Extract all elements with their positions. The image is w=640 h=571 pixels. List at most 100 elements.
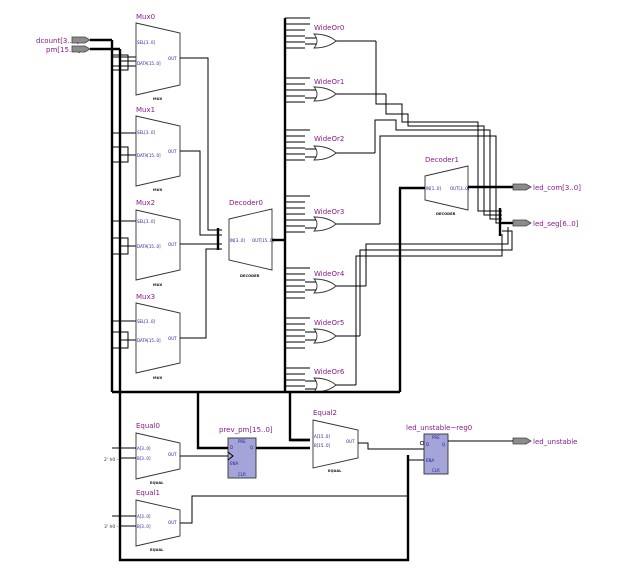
input-bus-wires bbox=[90, 38, 410, 562]
svg-text:CLR: CLR bbox=[432, 468, 440, 473]
svg-text:OUT: OUT bbox=[168, 336, 177, 341]
svg-text:IN[1..0]: IN[1..0] bbox=[426, 186, 441, 191]
svg-text:WideOr0: WideOr0 bbox=[314, 24, 344, 32]
prev-pm-wires bbox=[196, 392, 310, 450]
svg-text:led_com[3..0]: led_com[3..0] bbox=[533, 184, 581, 192]
wideor3[interactable]: WideOr3 bbox=[305, 208, 380, 232]
mux-output-wires bbox=[180, 57, 222, 339]
equal0[interactable]: Equal0 A[3..0] B[3..0] OUT EQUAL bbox=[135, 422, 181, 485]
svg-text:OUT[3..0]: OUT[3..0] bbox=[450, 186, 470, 191]
wideor0[interactable]: WideOr0 bbox=[305, 24, 376, 49]
svg-text:IN[3..0]: IN[3..0] bbox=[230, 238, 245, 243]
svg-text:MUX: MUX bbox=[153, 376, 162, 380]
svg-text:MUX: MUX bbox=[153, 97, 162, 101]
equal1-wires bbox=[112, 459, 424, 527]
wideor2[interactable]: WideOr2 bbox=[305, 135, 375, 161]
svg-text:A[15..0]: A[15..0] bbox=[314, 434, 330, 439]
svg-text:Mux1: Mux1 bbox=[136, 106, 155, 114]
svg-text:OUT: OUT bbox=[168, 452, 177, 457]
svg-text:D: D bbox=[230, 445, 233, 450]
svg-text:pm[15..0]: pm[15..0] bbox=[46, 46, 81, 54]
svg-text:EQUAL: EQUAL bbox=[328, 469, 342, 473]
svg-text:Decoder0: Decoder0 bbox=[229, 199, 263, 207]
svg-text:DATA[15..0]: DATA[15..0] bbox=[137, 61, 161, 66]
svg-text:OUT: OUT bbox=[168, 520, 177, 525]
led-unstable-register[interactable]: led_unstable~reg0 PRE D Q ENA CLR bbox=[406, 424, 472, 475]
output-pin-led-com[interactable]: led_com[3..0] bbox=[512, 183, 581, 192]
svg-text:DATA[15..0]: DATA[15..0] bbox=[137, 244, 161, 249]
svg-text:B[3..0]: B[3..0] bbox=[137, 524, 151, 529]
decoder1-wires bbox=[290, 185, 513, 394]
svg-text:WideOr3: WideOr3 bbox=[314, 208, 344, 216]
svg-text:DECODER: DECODER bbox=[436, 212, 456, 216]
equal0-const: 2' h0 -- bbox=[104, 457, 120, 463]
svg-text:Mux0: Mux0 bbox=[136, 13, 155, 21]
svg-text:CLR: CLR bbox=[238, 472, 246, 477]
svg-text:led_unstable~reg0: led_unstable~reg0 bbox=[406, 424, 472, 432]
svg-text:Mux3: Mux3 bbox=[136, 293, 155, 301]
svg-text:B[3..0]: B[3..0] bbox=[137, 456, 151, 461]
svg-text:EQUAL: EQUAL bbox=[150, 548, 164, 552]
equal1-const: 3' h0 -- bbox=[104, 524, 120, 530]
wideor1[interactable]: WideOr1 bbox=[305, 78, 386, 102]
svg-text:WideOr2: WideOr2 bbox=[314, 135, 344, 143]
svg-text:PRE: PRE bbox=[432, 435, 440, 440]
mux1[interactable]: Mux1 SEL[3..0] DATA[15..0] OUT MUX bbox=[135, 106, 181, 192]
output-pin-led-seg[interactable]: led_seg[6..0] bbox=[512, 219, 579, 228]
svg-text:Equal0: Equal0 bbox=[136, 422, 160, 430]
svg-text:A[3..0]: A[3..0] bbox=[137, 514, 151, 519]
svg-text:EQUAL: EQUAL bbox=[150, 481, 164, 485]
mux3[interactable]: Mux3 SEL[3..0] DATA[15..0] OUT MUX bbox=[135, 293, 181, 380]
wideor5[interactable]: WideOr5 bbox=[305, 319, 360, 344]
prev-pm-register[interactable]: prev_pm[15..0] PRE D Q ENA CLR bbox=[219, 426, 273, 479]
svg-text:MUX: MUX bbox=[153, 283, 162, 287]
svg-text:OUT: OUT bbox=[346, 439, 355, 444]
svg-text:DECODER: DECODER bbox=[240, 274, 260, 278]
svg-text:OUT: OUT bbox=[168, 242, 177, 247]
svg-text:OUT: OUT bbox=[168, 56, 177, 61]
svg-text:MUX: MUX bbox=[153, 188, 162, 192]
equal2[interactable]: Equal2 A[15..0] B[15..0] OUT EQUAL bbox=[312, 409, 359, 473]
svg-text:WideOr4: WideOr4 bbox=[314, 270, 345, 278]
svg-text:DATA[15..0]: DATA[15..0] bbox=[137, 153, 161, 158]
svg-text:Equal2: Equal2 bbox=[313, 409, 337, 417]
mux0[interactable]: Mux0 SEL[3..0] DATA[15..0] OUT MUX bbox=[135, 13, 181, 101]
equal0-wires bbox=[112, 447, 228, 459]
svg-text:B[15..0]: B[15..0] bbox=[314, 443, 330, 448]
svg-text:Equal1: Equal1 bbox=[136, 489, 160, 497]
svg-text:WideOr1: WideOr1 bbox=[314, 78, 344, 86]
svg-text:WideOr5: WideOr5 bbox=[314, 319, 344, 327]
svg-text:ENA: ENA bbox=[426, 458, 435, 463]
decoder1[interactable]: Decoder1 IN[1..0] OUT[3..0] DECODER bbox=[424, 156, 470, 216]
svg-text:SEL[3..0]: SEL[3..0] bbox=[137, 40, 155, 45]
wideor6[interactable]: WideOr6 bbox=[305, 368, 356, 393]
svg-text:Mux2: Mux2 bbox=[136, 199, 155, 207]
input-pin-dcount[interactable]: dcount[3..0] bbox=[36, 36, 91, 45]
decoder0[interactable]: Decoder0 IN[3..0] OUT[15..0] DECODER bbox=[228, 199, 274, 278]
svg-text:prev_pm[15..0]: prev_pm[15..0] bbox=[219, 426, 273, 434]
svg-text:WideOr6: WideOr6 bbox=[314, 368, 345, 376]
equal1[interactable]: Equal1 A[3..0] B[3..0] OUT EQUAL bbox=[135, 489, 181, 552]
svg-text:D: D bbox=[426, 442, 429, 447]
svg-text:Decoder1: Decoder1 bbox=[425, 156, 459, 164]
svg-text:led_unstable: led_unstable bbox=[533, 438, 577, 446]
svg-text:PRE: PRE bbox=[238, 439, 246, 444]
svg-text:SEL[3..0]: SEL[3..0] bbox=[137, 130, 155, 135]
output-pin-led-unstable[interactable]: led_unstable bbox=[512, 437, 577, 446]
svg-text:dcount[3..0]: dcount[3..0] bbox=[36, 37, 79, 45]
wideor4[interactable]: WideOr4 bbox=[305, 270, 366, 294]
svg-text:Q: Q bbox=[250, 445, 253, 450]
wideor-output-wires bbox=[355, 41, 513, 385]
input-pin-pm[interactable]: pm[15..0] bbox=[46, 45, 91, 54]
svg-text:SEL[3..0]: SEL[3..0] bbox=[137, 319, 155, 324]
svg-text:OUT: OUT bbox=[168, 149, 177, 154]
svg-text:led_seg[6..0]: led_seg[6..0] bbox=[533, 220, 579, 228]
svg-text:Q: Q bbox=[442, 442, 445, 447]
svg-text:ENA: ENA bbox=[230, 461, 239, 466]
central-bus bbox=[283, 17, 310, 442]
equal2-out-wire bbox=[358, 442, 424, 450]
svg-text:OUT[15..0]: OUT[15..0] bbox=[252, 238, 274, 243]
svg-text:SEL[3..0]: SEL[3..0] bbox=[137, 219, 155, 224]
mux2[interactable]: Mux2 SEL[3..0] DATA[15..0] OUT MUX bbox=[135, 199, 181, 287]
